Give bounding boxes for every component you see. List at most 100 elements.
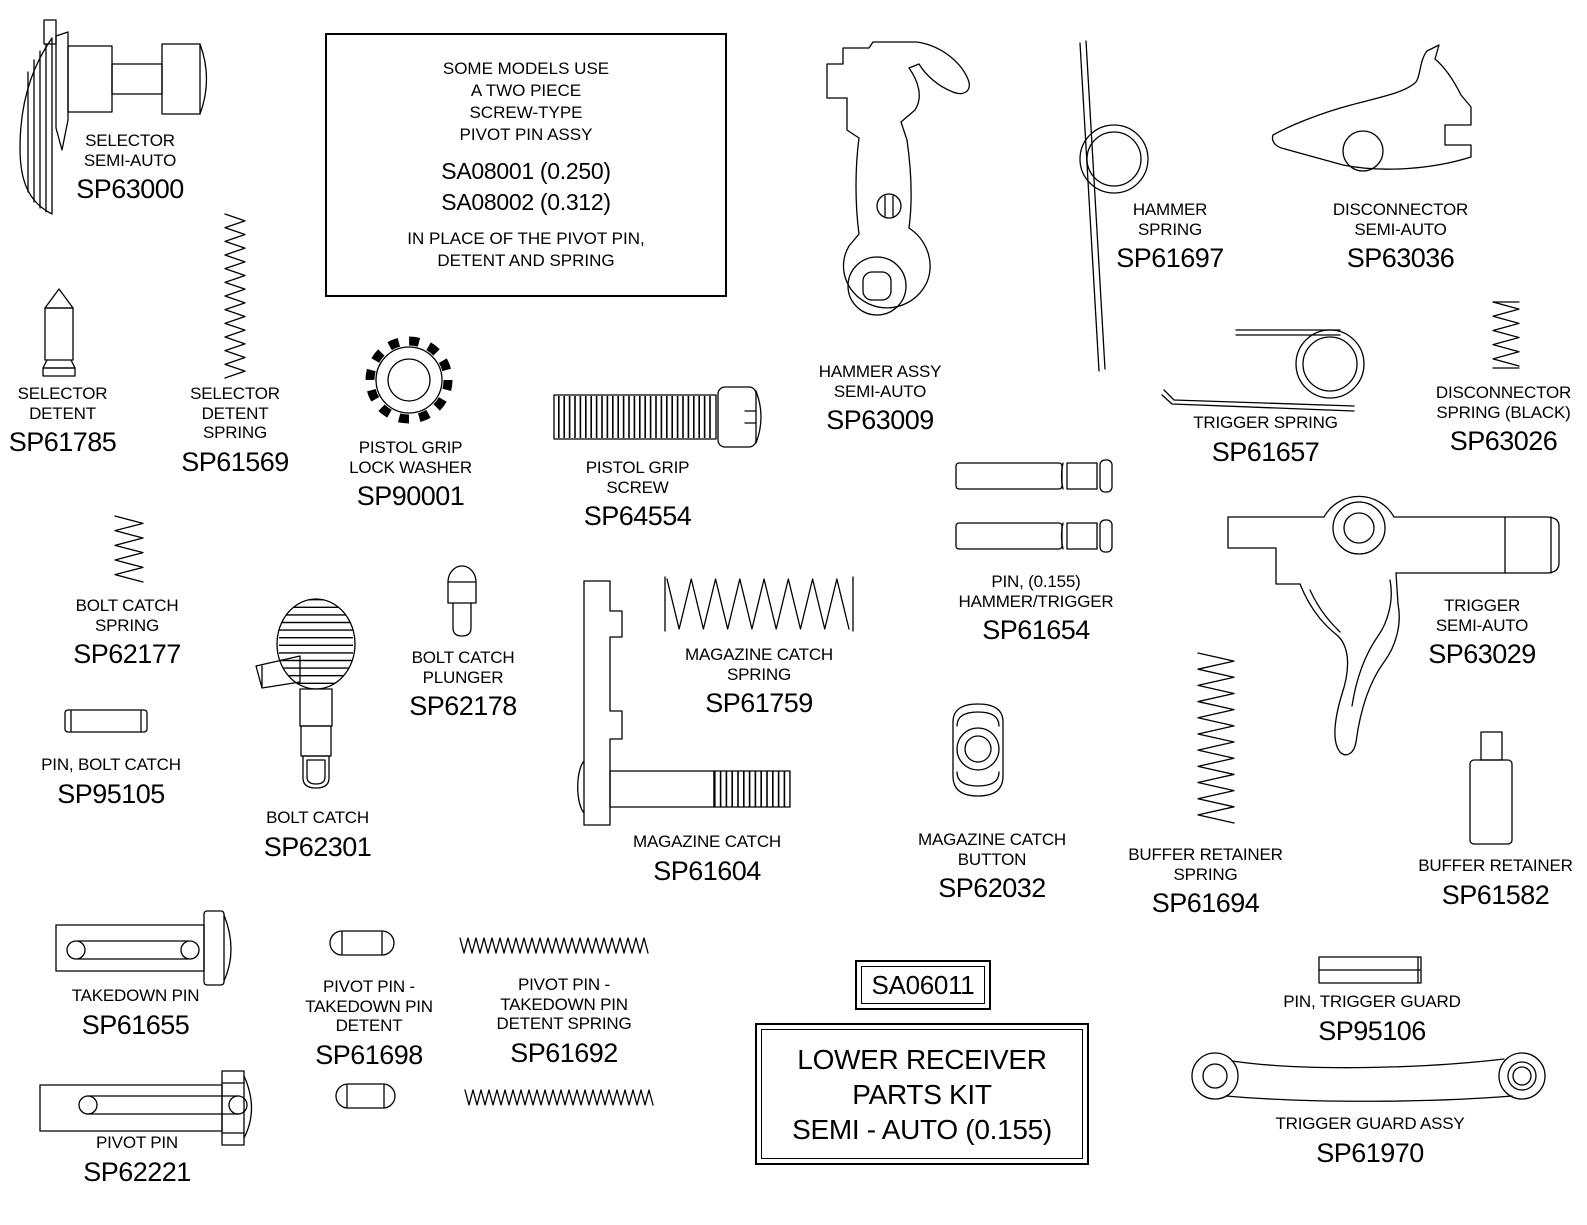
part-name: PIN, TRIGGER GUARD xyxy=(1283,992,1461,1011)
pivot-pin-drawing xyxy=(39,1070,253,1146)
part-sku: SP61759 xyxy=(705,688,813,718)
kit-number-box: SA06011 xyxy=(855,960,991,1010)
magazine-catch-button-label: MAGAZINE CATCH BUTTON SP62032 xyxy=(908,830,1076,903)
bolt-catch-plunger-label: BOLT CATCH PLUNGER SP62178 xyxy=(392,648,534,721)
bolt-catch-drawing xyxy=(255,598,356,789)
pivot-pin-label: PIVOT PIN SP62221 xyxy=(53,1133,221,1187)
part-name: PIVOT PIN - xyxy=(323,977,415,996)
bolt-catch-plunger-drawing xyxy=(447,565,477,637)
takedown-pin-label: TAKEDOWN PIN SP61655 xyxy=(53,986,218,1040)
pin-bolt-catch-drawing xyxy=(64,709,148,733)
part-name: PIN, BOLT CATCH xyxy=(41,755,181,774)
part-sku: SP61582 xyxy=(1441,879,1550,910)
kit-title-line: SEMI - AUTO (0.155) xyxy=(792,1113,1052,1145)
part-name: PIVOT PIN xyxy=(96,1133,178,1152)
pivot-pin-takedown-detent-drawing xyxy=(329,930,395,956)
note-line: PIVOT PIN ASSY xyxy=(459,125,593,144)
part-name: DISCONNECTOR xyxy=(1435,383,1572,402)
part-name: SEMI-AUTO xyxy=(1435,615,1529,635)
pin-hammer-trigger-label: PIN, (0.155) HAMMER/TRIGGER SP61654 xyxy=(950,572,1122,645)
kit-number: SA06011 xyxy=(871,969,975,1000)
part-sku: SP61785 xyxy=(8,427,117,457)
part-name: PIVOT PIN - xyxy=(518,975,610,994)
part-sku: SP63029 xyxy=(1428,639,1536,669)
part-sku: SP61692 xyxy=(510,1037,618,1068)
hammer-spring-label: HAMMER SPRING SP61697 xyxy=(1095,200,1245,273)
kit-title-line: LOWER RECEIVER xyxy=(797,1043,1047,1075)
part-name: SPRING xyxy=(727,664,791,684)
part-name: TAKEDOWN PIN xyxy=(71,986,200,1005)
part-name: PISTOL GRIP xyxy=(358,438,463,457)
part-name: DETENT xyxy=(201,403,269,423)
part-sku: SP95105 xyxy=(57,778,165,809)
part-name: SELECTOR xyxy=(85,131,175,150)
pin-trigger-guard-drawing xyxy=(1318,956,1422,984)
part-name: SEMI-AUTO xyxy=(833,381,927,401)
note-option: SA08001 (0.250) xyxy=(441,158,611,184)
note-box: SOME MODELS USE A TWO PIECE SCREW-TYPE P… xyxy=(325,33,727,297)
magazine-catch-spring-label: MAGAZINE CATCH SPRING SP61759 xyxy=(678,645,840,718)
note-line: SOME MODELS USE xyxy=(442,59,610,78)
trigger-guard-assy-drawing xyxy=(1191,1052,1546,1102)
buffer-retainer-drawing xyxy=(1469,731,1513,845)
note-line: A TWO PIECE xyxy=(470,81,582,100)
part-name: SELECTOR xyxy=(17,384,108,403)
pin-hammer-trigger-drawing xyxy=(955,459,1113,553)
note-footer: DETENT AND SPRING xyxy=(437,251,615,270)
magazine-catch-button-drawing xyxy=(952,703,1004,797)
part-name: BUTTON xyxy=(957,849,1027,869)
takedown-pin-drawing xyxy=(55,910,232,986)
trigger-spring-label: TRIGGER SPRING SP61657 xyxy=(1178,413,1353,467)
disconnector-spring-label: DISCONNECTOR SPRING (BLACK) SP63026 xyxy=(1420,383,1587,456)
part-name: BUFFER RETAINER xyxy=(1128,845,1283,864)
part-sku: SP61697 xyxy=(1116,243,1224,273)
pivot-pin-detent-spring-drawing-2 xyxy=(464,1089,654,1106)
part-name: SEMI-AUTO xyxy=(83,150,177,170)
part-name: SELECTOR xyxy=(190,384,280,403)
kit-title-line: PARTS KIT xyxy=(852,1078,992,1110)
part-name: LOCK WASHER xyxy=(349,457,472,477)
buffer-retainer-label: BUFFER RETAINER SP61582 xyxy=(1408,856,1583,910)
bolt-catch-spring-drawing xyxy=(114,515,144,583)
pivot-pin-takedown-detent-drawing-2 xyxy=(335,1083,396,1109)
part-sku: SP61657 xyxy=(1211,436,1320,467)
part-sku: SP61970 xyxy=(1316,1137,1424,1168)
part-sku: SP61569 xyxy=(181,446,289,477)
part-name: TRIGGER SPRING xyxy=(1193,413,1338,432)
part-name: HAMMER xyxy=(1132,200,1208,219)
part-name: SPRING xyxy=(1138,219,1202,239)
note-option: SA08002 (0.312) xyxy=(441,189,611,215)
selector-label: SELECTOR SEMI-AUTO SP63000 xyxy=(30,131,230,204)
part-name: SPRING xyxy=(203,423,267,442)
part-sku: SP90001 xyxy=(356,481,465,511)
part-sku: SP95106 xyxy=(1318,1015,1426,1046)
part-sku: SP62221 xyxy=(83,1156,191,1187)
magazine-catch-drawing xyxy=(577,580,791,826)
part-sku: SP63036 xyxy=(1346,243,1455,273)
hammer-assy-drawing xyxy=(826,41,970,316)
part-name: TAKEDOWN PIN xyxy=(500,994,628,1014)
trigger-spring-drawing xyxy=(1161,329,1365,412)
part-sku: SP61655 xyxy=(81,1009,190,1040)
part-name: BUFFER RETAINER xyxy=(1418,856,1573,875)
part-name: PIN, (0.155) xyxy=(991,572,1081,591)
part-name: DETENT xyxy=(335,1016,403,1035)
pistol-grip-lock-washer-label: PISTOL GRIP LOCK WASHER SP90001 xyxy=(343,438,478,511)
part-name: BOLT CATCH xyxy=(266,808,369,827)
buffer-retainer-spring-label: BUFFER RETAINER SPRING SP61694 xyxy=(1118,845,1293,918)
part-name: BOLT CATCH xyxy=(75,596,179,615)
selector-drawing xyxy=(19,19,208,215)
kit-title-box-inner: LOWER RECEIVER PARTS KIT SEMI - AUTO (0.… xyxy=(761,1029,1083,1159)
buffer-retainer-spring-drawing xyxy=(1197,652,1235,824)
part-name: DISCONNECTOR xyxy=(1332,200,1469,219)
pivot-pin-detent-spring-drawing xyxy=(459,937,649,954)
disconnector-drawing xyxy=(1271,44,1472,172)
part-name: TAKEDOWN PIN xyxy=(305,996,433,1016)
selector-detent-spring-drawing xyxy=(224,213,246,379)
part-name: SPRING xyxy=(95,615,159,635)
hammer-assy-label: HAMMER ASSY SEMI-AUTO SP63009 xyxy=(790,362,970,435)
part-sku: SP61604 xyxy=(653,855,761,886)
part-name: MAGAZINE CATCH xyxy=(632,832,781,851)
part-sku: SP62178 xyxy=(409,691,517,721)
pin-trigger-guard-label: PIN, TRIGGER GUARD SP95106 xyxy=(1272,992,1472,1046)
